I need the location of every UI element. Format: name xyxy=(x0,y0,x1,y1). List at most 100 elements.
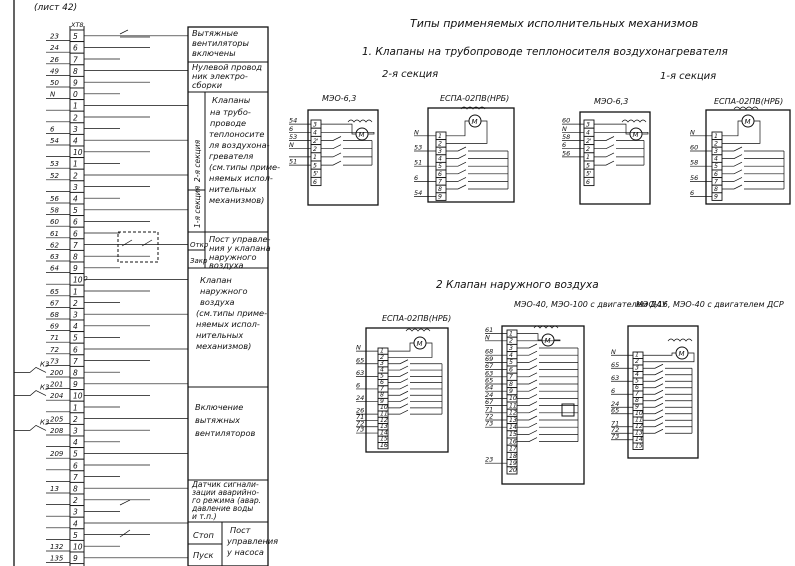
limit-switch xyxy=(321,152,372,158)
limit-switch xyxy=(594,136,644,141)
terminal-number: 0 xyxy=(73,90,78,99)
limit-switch xyxy=(517,358,578,363)
motor-letter: M xyxy=(417,340,423,348)
terminal-number: 6 xyxy=(73,229,78,238)
mech-wire-number: 72 xyxy=(356,419,364,427)
mech-wire-number: 58 xyxy=(690,159,698,167)
mech-wire-number: 24 xyxy=(611,400,619,408)
wire-number: 6 xyxy=(50,125,55,133)
mech-terminal-number: 11 xyxy=(635,417,643,424)
mech-terminal-number: 4 xyxy=(714,156,718,163)
relay-contact xyxy=(14,366,47,373)
mech-terminal-number: 15 xyxy=(509,431,517,438)
internal-wire xyxy=(446,120,488,144)
mech-terminal-number: 3 xyxy=(380,360,384,367)
limit-switch xyxy=(446,169,508,175)
internal-wire xyxy=(594,123,630,135)
mechanism-name: ЕСПА-02ПВ(НРБ) xyxy=(440,94,509,103)
terminal-number: 2 xyxy=(73,113,78,122)
mech-wire-number: N xyxy=(356,344,361,352)
mech-wire-number: 6 xyxy=(562,141,566,149)
mech-terminal-number: 19 xyxy=(509,460,517,467)
terminal-number: 7 xyxy=(73,241,78,250)
wire-number: 54 xyxy=(50,137,59,145)
mech-terminal-number: 1 xyxy=(586,154,590,161)
relay-contact xyxy=(14,390,47,396)
limit-switch xyxy=(643,363,692,369)
terminal-number: 10 xyxy=(73,543,83,552)
mech-terminal-number: 16 xyxy=(380,442,388,449)
mechanism-frame xyxy=(307,109,379,206)
mechanism-name: ЕСПА-02ПВ(НРБ) xyxy=(382,314,451,323)
mech-wire-number: 65 xyxy=(485,377,493,385)
relay-k3-label: К3 xyxy=(40,418,49,426)
exhaust-contact xyxy=(119,29,150,38)
mech-wire-number: 65 xyxy=(611,406,619,414)
limit-switch xyxy=(517,379,578,385)
mech-terminal-number: 5' xyxy=(313,171,319,178)
mech-terminal-number: 5 xyxy=(313,162,317,169)
mechanism-frame xyxy=(705,109,791,205)
mech-wire-number: 51 xyxy=(414,159,422,167)
mech-terminal-number: 5 xyxy=(635,378,639,385)
limit-switch xyxy=(446,161,508,167)
limit-switch xyxy=(517,401,578,406)
mech-terminal-number: 5 xyxy=(380,373,384,380)
terminal-number: 8 xyxy=(73,485,78,494)
mech-terminal-number: 17 xyxy=(509,446,517,453)
mech-terminal-number: 16 xyxy=(509,438,517,445)
mech-wire-number: 63 xyxy=(356,369,364,377)
terminal-number: 5 xyxy=(73,334,78,343)
wire-number: 200 xyxy=(50,369,64,377)
mech-terminal-number: 4 xyxy=(509,352,513,359)
relay-k3-label: К3 xyxy=(40,384,49,392)
mech-terminal xyxy=(632,442,644,450)
mech-terminal-number: 6 xyxy=(635,384,639,391)
wire-number: 49 xyxy=(50,67,59,75)
wire-number: 13 xyxy=(50,485,59,493)
mech-wire-number: 53 xyxy=(289,133,297,141)
mechanism-frame xyxy=(365,327,449,453)
label-sec2: 2-я секция xyxy=(193,139,202,182)
wire-number: 205 xyxy=(50,415,64,423)
limit-switch xyxy=(517,437,578,442)
mech-terminal-number: 9 xyxy=(438,194,442,201)
mech-terminal-number: 4 xyxy=(438,156,442,163)
resistor-block xyxy=(561,403,575,417)
mech-wire-number: 67 xyxy=(485,362,494,370)
mechanism-diagram: МЭО-40, МЭО-100 с двигателем ДАУ12345678… xyxy=(485,300,668,485)
mechanism-frame xyxy=(427,107,515,203)
mech-terminal-number: 15 xyxy=(635,443,643,450)
post-switches xyxy=(121,239,153,247)
mech-wire-number: 60 xyxy=(690,144,698,152)
label-sec1: 1-я секция xyxy=(193,185,202,228)
limit-switch xyxy=(388,390,442,396)
limit-switch xyxy=(643,396,692,402)
terminal-number: 4 xyxy=(73,519,78,528)
mech-wire-number: 56 xyxy=(690,174,698,182)
terminal-number: 8 xyxy=(73,253,78,262)
limit-switch xyxy=(643,389,692,395)
limit-switch xyxy=(643,376,692,382)
wire-number: 69 xyxy=(50,323,59,331)
mech-wire-number: 72 xyxy=(611,426,619,434)
section1-sec2-label: 2-я секция xyxy=(382,69,438,80)
mech-wire-number: 65 xyxy=(611,361,619,369)
internal-wire xyxy=(517,333,542,341)
mech-terminal-number: 2 xyxy=(509,338,513,345)
terminal-number: 1 xyxy=(73,403,78,412)
limit-switch xyxy=(517,394,578,399)
terminal-number: 6 xyxy=(73,44,78,53)
limit-switch xyxy=(321,160,372,166)
mech-terminal-number: 4 xyxy=(313,130,317,137)
mech-wire-number: 60 xyxy=(562,117,570,125)
mech-terminal-number: 2 xyxy=(380,354,384,361)
wire-number: 56 xyxy=(50,195,59,203)
mech-wire-number: 71 xyxy=(356,413,364,421)
